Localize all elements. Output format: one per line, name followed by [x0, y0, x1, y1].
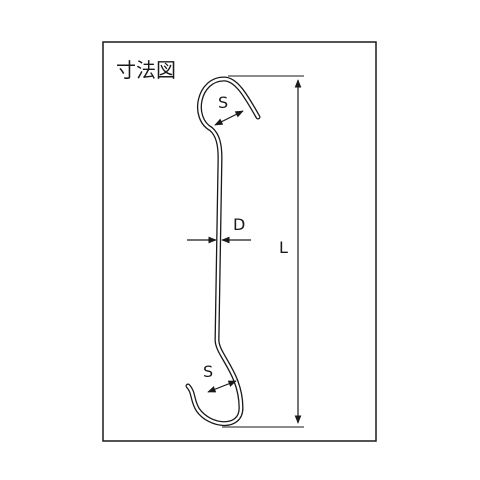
s-top-label: S	[218, 93, 228, 112]
d-label: D	[233, 215, 245, 234]
s-hook-wire-inner	[186, 77, 260, 425]
drawing-frame	[102, 41, 377, 442]
l-label: L	[279, 238, 288, 257]
s-top-arrow	[214, 110, 244, 126]
s-bottom-label: S	[203, 362, 213, 381]
s-bottom-arrow	[207, 380, 237, 393]
s-hook-wire	[185, 76, 261, 426]
drawing-title: 寸法図	[116, 58, 176, 82]
